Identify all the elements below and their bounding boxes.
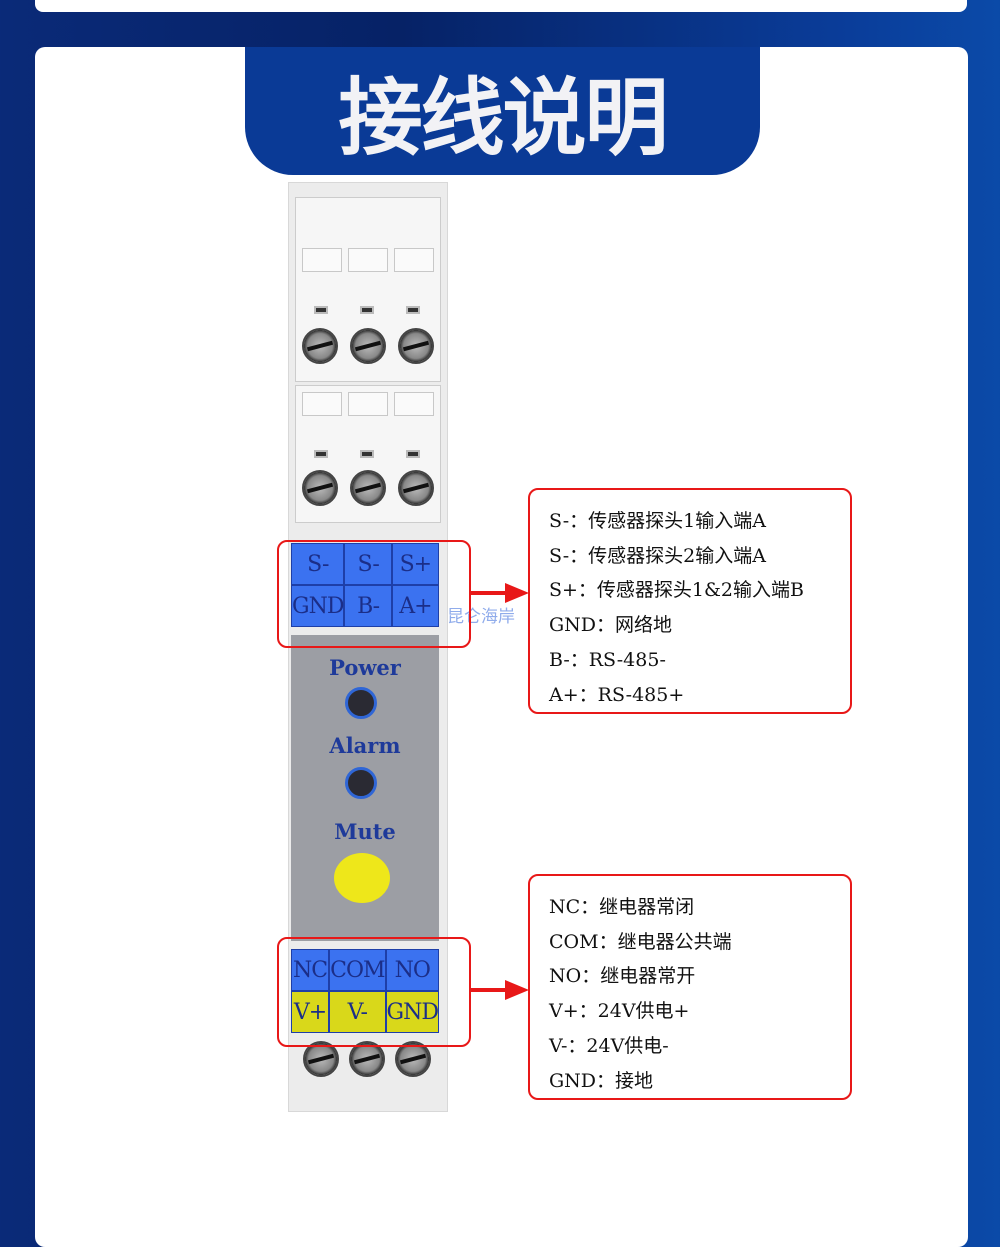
arrow-right-icon [471,980,529,1000]
info-line: NC：继电器常闭 [549,896,695,918]
terminal-label: NC [291,949,330,991]
terminal-label: V- [329,991,386,1033]
screw-icon [398,470,434,506]
terminal-labels-top: S- S- S+ GND B- A+ [291,543,439,627]
terminal-labels-bottom: NC COM NO V+ V- GND [291,949,439,1033]
terminal-block-top [295,197,441,382]
screw-icon [398,328,434,364]
terminal-label: S- [291,543,345,585]
screw-icon [395,1041,431,1077]
alarm-label: Alarm [329,733,401,758]
screw-icon [350,328,386,364]
info-line: B-：RS-485- [549,648,666,671]
power-label: Power [329,655,401,680]
info-line: S+：传感器探头1&2输入端B [549,579,804,602]
highlight-box-bottom [277,937,471,1047]
info-line: S-：传感器探头1输入端A [549,510,766,532]
screw-icon [302,328,338,364]
screw-icon [303,1041,339,1077]
screw-icon [302,470,338,506]
terminal-label: S- [344,543,392,585]
power-led-icon [345,687,377,719]
terminal-label: B- [344,585,392,627]
info-line: GND：接地 [549,1069,654,1092]
terminal-label: A+ [391,585,439,627]
front-panel: Power Alarm Mute [291,635,439,941]
terminal-label: S+ [391,543,439,585]
terminal-label: COM [329,949,386,991]
terminal-label: GND [385,991,439,1033]
page-title: 接线说明 [338,68,668,167]
terminal-label: NO [385,949,439,991]
arrow-right-icon [471,583,529,603]
info-line: NO：继电器常开 [549,965,696,988]
mute-label: Mute [334,819,396,844]
highlight-box-top [277,540,471,648]
info-line: V-：24V供电- [549,1034,669,1057]
info-line: A+：RS-485+ [549,683,685,706]
info-line: V+：24V供电+ [549,1000,690,1023]
top-card [35,0,967,12]
info-line: S-：传感器探头2输入端A [549,544,766,567]
info-box-bottom: NC：继电器常闭 COM：继电器公共端 NO：继电器常开 V+：24V供电+ V… [528,874,852,1100]
terminal-label: GND [291,585,344,627]
screw-icon [350,470,386,506]
screw-icon [349,1041,385,1077]
terminal-block-middle [295,385,441,523]
watermark: 昆仑海岸 [447,607,515,627]
alarm-led-icon [345,767,377,799]
info-line: COM：继电器公共端 [549,930,732,953]
info-box-top: S-：传感器探头1输入端A S-：传感器探头2输入端A S+：传感器探头1&2输… [528,488,852,714]
terminal-label: V+ [291,991,330,1033]
mute-button [334,853,390,903]
info-line: GND：网络地 [549,614,673,637]
title-banner: 接线说明 [245,47,760,175]
main-card [35,47,968,1247]
